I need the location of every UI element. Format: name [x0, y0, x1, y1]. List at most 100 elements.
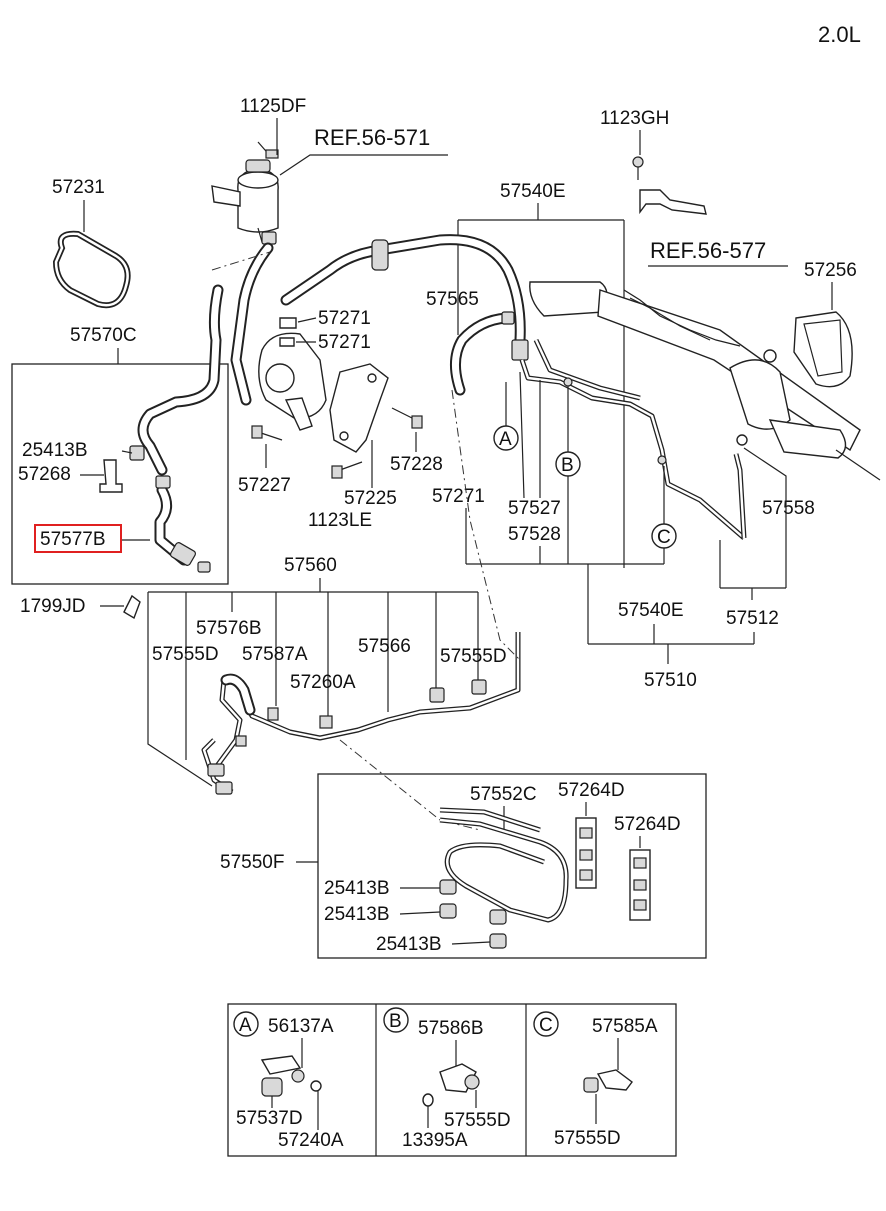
clip-1799JD	[123, 594, 141, 620]
svg-text:A: A	[499, 429, 512, 450]
detail-panels-frame	[227, 1003, 677, 1157]
leader-ref-56-571	[279, 154, 448, 176]
label-57555D-right: 57555D	[440, 646, 507, 667]
label-1125DF: 1125DF	[240, 96, 306, 117]
label-57510: 57510	[644, 670, 697, 691]
label-57565: 57565	[426, 289, 479, 310]
label-57558: 57558	[762, 498, 815, 519]
label-1123LE: 1123LE	[308, 510, 372, 531]
label-57540E-mid: 57540E	[618, 600, 684, 621]
label-57552C: 57552C	[470, 784, 537, 805]
callout-leaders	[505, 382, 665, 524]
label-25413B-3: 25413B	[376, 934, 442, 955]
label-57268: 57268	[18, 464, 71, 485]
cooler-clamp-57264D-b	[629, 849, 651, 921]
label-57576B: 57576B	[196, 618, 262, 639]
dash-cooler	[339, 739, 481, 831]
label-57540E-top: 57540E	[500, 181, 566, 202]
steering-rack	[529, 281, 881, 481]
bolt-1123LE	[331, 461, 363, 479]
svg-text:B: B	[389, 1011, 402, 1032]
return-tube-57566	[201, 632, 521, 795]
svg-text:A: A	[239, 1015, 252, 1036]
label-57231: 57231	[52, 177, 105, 198]
label-57537D: 57537D	[236, 1108, 303, 1129]
power-steering-pump	[258, 317, 327, 431]
steering-boot	[793, 311, 853, 388]
detail-panel-B: B 57586B 13395A 57555D	[383, 1007, 511, 1151]
label-57271-a: 57271	[318, 308, 371, 329]
label-25413B-1: 25413B	[324, 878, 390, 899]
label-25413B-2: 25413B	[324, 904, 390, 925]
cooler-clamp-57264D-a	[575, 817, 597, 889]
bolt-57228	[391, 407, 423, 429]
bracket-1123GH	[632, 156, 707, 215]
label-57264D-b: 57264D	[614, 814, 681, 835]
detail-panel-A: A 56137A 57537D 57240A	[233, 1011, 344, 1151]
label-57555D-B: 57555D	[444, 1110, 511, 1131]
box-57550F	[317, 773, 707, 959]
leader-25413B-left	[121, 450, 133, 454]
label-ref-56-571: REF.56-571	[314, 125, 430, 150]
label-1123GH: 1123GH	[600, 108, 669, 129]
tree-57558-lines	[719, 447, 787, 600]
label-57585A: 57585A	[592, 1016, 658, 1037]
tree-57527-lines	[519, 371, 541, 564]
clip-57268	[99, 459, 123, 493]
highlight-57577B	[34, 524, 122, 553]
pressure-hose-57540E	[280, 234, 529, 361]
label-57512: 57512	[726, 608, 779, 629]
label-57256: 57256	[804, 260, 857, 281]
callout-B: B	[555, 451, 581, 477]
tree-57510-lines	[588, 624, 755, 664]
label-57527: 57527	[508, 498, 561, 519]
tree-57540E-lines	[465, 380, 665, 644]
label-57555D-C: 57555D	[554, 1128, 621, 1149]
label-57264D-a: 57264D	[558, 780, 625, 801]
label-57550F: 57550F	[220, 852, 284, 873]
return-hose-57565	[450, 311, 515, 396]
label-13395A: 13395A	[402, 1130, 468, 1151]
bolt-57227	[251, 425, 283, 441]
leaders-25413B	[399, 887, 491, 945]
callout-A: A	[493, 425, 519, 451]
reservoir-assembly	[211, 141, 279, 247]
label-ref-56-577: REF.56-577	[650, 238, 766, 263]
svg-text:C: C	[539, 1015, 553, 1036]
box-57570C	[11, 363, 229, 585]
label-57227: 57227	[238, 475, 291, 496]
label-57225: 57225	[344, 488, 397, 509]
pressure-pipe-to-rack	[519, 338, 747, 540]
detail-panels-dividers	[375, 1004, 527, 1156]
label-56137A: 56137A	[268, 1016, 334, 1037]
label-57577B: 57577B	[40, 529, 106, 550]
detail-panel-C: C 57585A 57555D	[533, 1011, 658, 1149]
callout-C: C	[651, 523, 677, 549]
label-57528: 57528	[508, 524, 561, 545]
label-57271-c: 57271	[432, 486, 485, 507]
pump-bracket	[329, 363, 389, 453]
suction-hose	[230, 242, 274, 406]
tree-57560-lines	[147, 578, 479, 787]
return-hose-57570C	[129, 284, 224, 573]
label-57566: 57566	[358, 636, 411, 657]
label-1799JD: 1799JD	[20, 596, 86, 617]
label-57240A: 57240A	[278, 1130, 344, 1151]
engine-label: 2.0L	[818, 22, 861, 47]
leader-57271	[296, 317, 317, 343]
label-57570C: 57570C	[70, 325, 137, 346]
label-57555D-left: 57555D	[152, 644, 219, 665]
grommets-25413B	[439, 879, 507, 949]
label-57587A: 57587A	[242, 644, 308, 665]
label-57271-b: 57271	[318, 332, 371, 353]
label-57228: 57228	[390, 454, 443, 475]
label-57560: 57560	[284, 555, 337, 576]
label-57260A: 57260A	[290, 672, 356, 693]
dash-main	[451, 389, 521, 661]
cooler-tube-57552C	[439, 807, 569, 923]
svg-text:C: C	[657, 527, 671, 548]
leader-57540E-top	[457, 203, 625, 568]
label-25413B-left: 25413B	[22, 440, 88, 461]
svg-text:B: B	[561, 455, 574, 476]
